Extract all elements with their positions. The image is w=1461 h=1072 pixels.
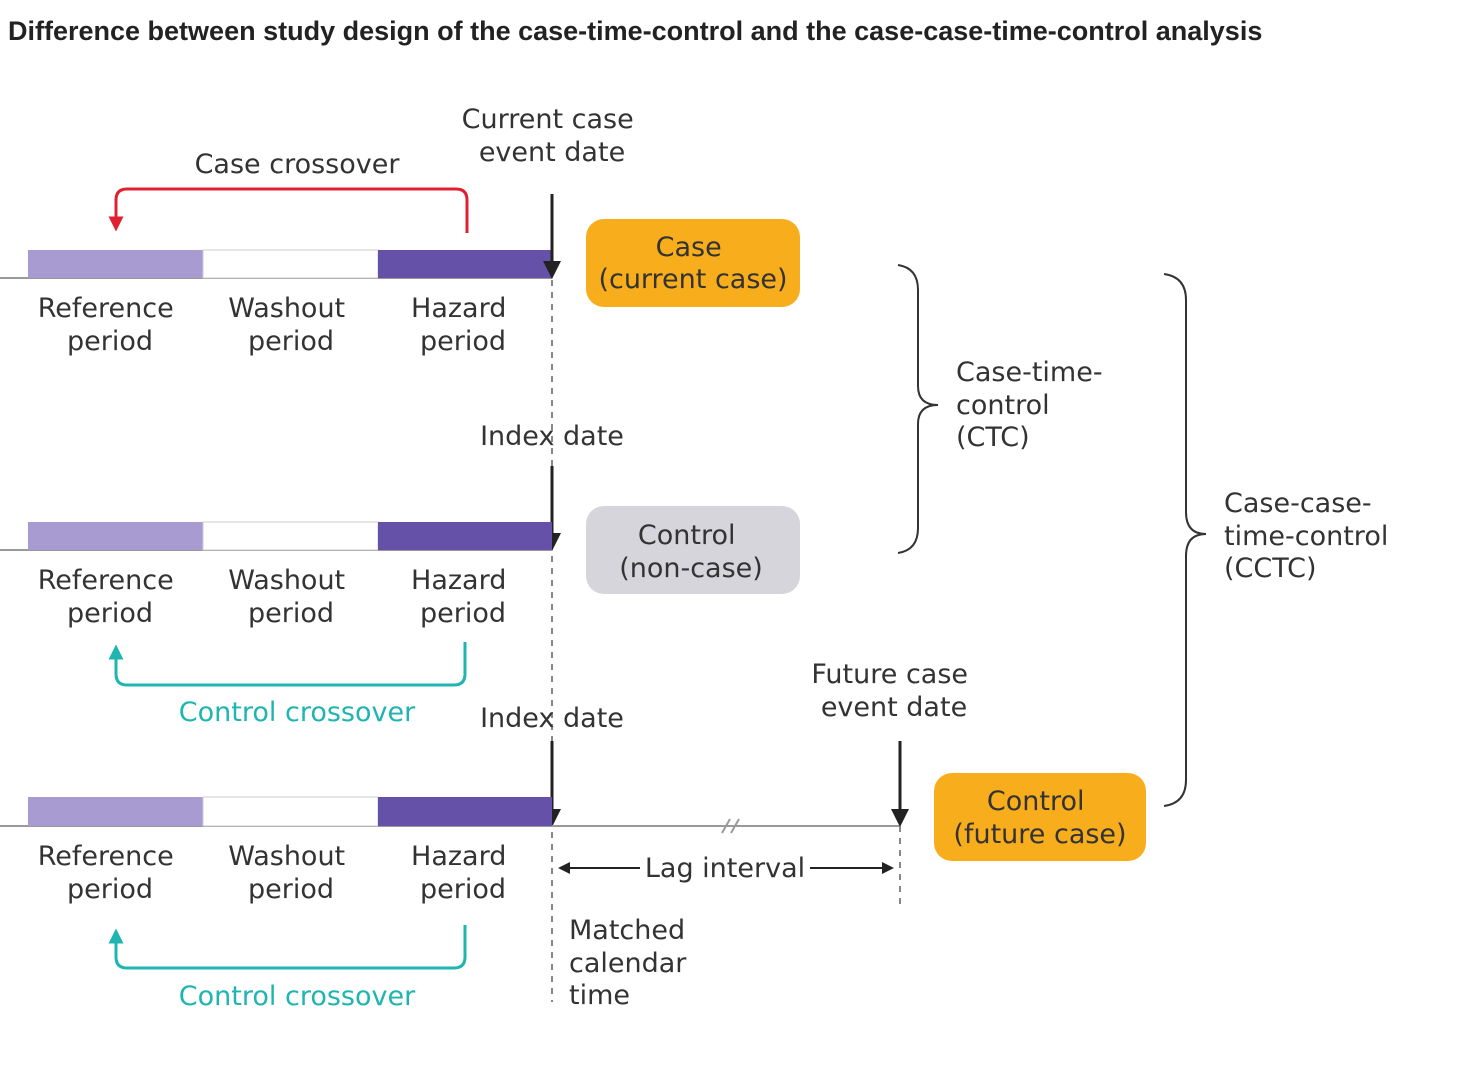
washout-period-bar — [202, 521, 379, 551]
control-future-case-box — [934, 773, 1146, 861]
control-timeline — [0, 521, 552, 551]
cctc-brace — [1163, 273, 1207, 807]
figure-title: Difference between study design of the c… — [8, 16, 1263, 46]
reference-period-label: Reference period — [38, 293, 183, 357]
hazard-period-bar — [378, 250, 552, 278]
future-case-event-label: Future case event date — [811, 659, 976, 723]
control-noncase-box — [586, 506, 800, 594]
control-crossover-arrow — [108, 925, 467, 970]
washout-period-bar — [202, 796, 379, 827]
case-box-label: Case (current case) — [598, 232, 787, 295]
ctc-brace — [897, 264, 939, 554]
reference-period-bar — [28, 522, 203, 550]
case-box — [586, 219, 800, 307]
reference-period-label: Reference period — [38, 841, 183, 905]
matched-calendar-time-label: Matched calendar time — [569, 915, 695, 1011]
hazard-period-label: Hazard period — [411, 293, 515, 357]
washout-period-label: Washout period — [228, 841, 354, 905]
current-case-event-label: Current case event date — [462, 104, 643, 168]
washout-period-label: Washout period — [228, 565, 354, 629]
control-crossover-arrow — [108, 642, 467, 687]
future-case-timeline — [0, 796, 900, 834]
reference-period-bar — [28, 797, 203, 826]
case-crossover-label: Case crossover — [195, 149, 401, 180]
hazard-period-label: Hazard period — [411, 841, 515, 905]
reference-period-label: Reference period — [38, 565, 183, 629]
control-future-case-box-label: Control (future case) — [953, 786, 1126, 850]
washout-period-label: Washout period — [228, 293, 354, 357]
hazard-period-bar — [378, 797, 552, 826]
case-timeline — [0, 249, 552, 279]
reference-period-bar — [28, 250, 203, 278]
hazard-period-label: Hazard period — [411, 565, 515, 629]
ctc-label: Case-time- control (CTC) — [956, 357, 1111, 453]
index-date-label: Index date — [480, 421, 624, 452]
axis-break-mark — [730, 818, 740, 834]
control-crossover-label: Control crossover — [179, 697, 416, 728]
hazard-period-bar — [378, 522, 552, 550]
cctc-label: Case-case- time-control (CCTC) — [1224, 488, 1397, 584]
index-date-label: Index date — [480, 703, 624, 734]
control-crossover-label: Control crossover — [179, 981, 416, 1012]
case-crossover-arrow — [108, 187, 469, 233]
washout-period-bar — [202, 249, 379, 279]
lag-interval-label: Lag interval — [645, 853, 805, 884]
axis-break-mark — [721, 818, 731, 834]
control-noncase-box-label: Control (non-case) — [619, 520, 763, 584]
